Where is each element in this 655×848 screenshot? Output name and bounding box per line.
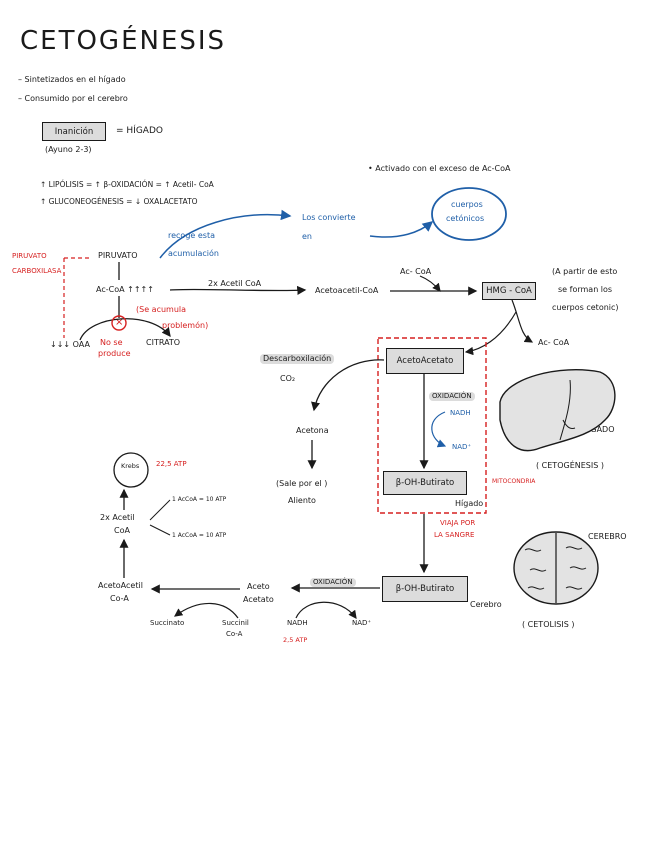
nad-bottom: NAD⁺ [352,619,372,627]
acetoacetato-bottom-1: Aceto [247,582,270,591]
acetil-2x-bottom-2: CoA [114,526,130,535]
accoa-atp-1: 1 AcCoA = 10 ATP [172,496,227,503]
higado-label: Hígado [455,499,484,508]
acetoacetato-bottom-2: Acetato [243,595,274,604]
cerebro-drawing-label: CEREBRO [588,532,627,541]
ayuno-note: (Ayuno 2-3) [45,145,92,154]
se-acumula-1: (Se acumula [136,305,187,314]
nadh-top: NADH [450,409,471,417]
oxidacion-top: OXIDACIÓN [429,392,475,401]
convierte-text-1: Los convierte [302,213,356,222]
succinil-1: Succinil [222,619,249,627]
bohb-top-box: β-OH-Butirato [383,471,467,495]
succinato-label: Succinato [150,619,185,627]
acetoacetil-coa: Acetoacetil-CoA [315,286,379,295]
no-se-produce-2: produce [98,349,131,358]
co2-label: CO₂ [280,374,296,383]
atp-225: 22,5 ATP [156,460,187,468]
piruvato-carboxilasa-1: PIRUVATO [12,252,47,260]
acetona-label: Acetona [296,426,329,435]
succinil-2: Co-A [226,630,243,638]
krebs-cycle-circle [113,452,149,488]
hmg-note-3: cuerpos cetonic) [552,303,619,312]
liver-drawing [499,369,616,452]
viaja-2: LA SANGRE [434,531,475,539]
nad-top: NAD⁺ [452,443,472,451]
acetoacetilcoa-bottom-2: Co-A [110,594,129,603]
cuerpos-text-2: cetónicos [446,214,485,223]
accoa-top: Ac- CoA [400,267,432,276]
krebs-label: Krebs [121,462,140,470]
intro-line-1: – Sintetizados en el hígado [18,75,126,84]
piruvato-carboxilasa-2: CARBOXILASA [12,267,62,275]
piruvato-label: PIRUVATO [98,251,138,260]
acetoacetilcoa-bottom-1: AcetoAcetil [98,581,143,590]
oaa-label: ↓↓↓ OAA [50,340,90,349]
hmg-note-1: (A partir de esto [552,267,618,276]
page-title: CETOGÉNESIS [20,26,227,56]
cetolisis-caption: ( CETOLISIS ) [522,620,575,629]
intro-line-2: – Consumido por el cerebro [18,94,128,103]
cerebro-label: Cerebro [470,600,502,609]
gluconeogenesis-line: ↑ GLUCONEOGÉNESIS = ↓ OXALACETATO [40,197,198,206]
recoge-text-1: recoge esta [168,231,215,240]
atp-25: 2,5 ATP [283,636,308,644]
accoa-right: Ac- CoA [538,338,570,347]
viaja-1: VIAJA POR [440,519,476,527]
cuerpos-text-1: cuerpos [451,200,483,209]
accoa-main: Ac-CoA ↑↑↑↑ [96,285,154,294]
cuerpos-cetonicos-ellipse [431,187,507,241]
acetoacetato-box: AcetoAcetato [386,348,464,374]
accoa-atp-2: 1 AcCoA = 10 ATP [172,532,227,539]
lipolisis-line: ↑ LIPÓLISIS = ↑ β-OXIDACIÓN = ↑ Acetil- … [40,180,214,189]
mitocondria-box [377,337,487,514]
descarboxilacion-label: Descarboxilación [260,354,335,364]
no-se-produce-1: No se [100,338,123,347]
convierte-text-2: en [302,232,312,241]
brain-drawing [513,531,599,605]
hmg-coa-box: HMG - CoA [482,282,536,300]
hmg-note-2: se forman los [558,285,613,294]
recoge-text-2: acumulación [168,249,219,258]
higado-drawing-label: HÍGADO [582,425,615,434]
x-mark-icon: × [115,317,124,328]
mitocondria-label: MITOCONDRIA [492,478,536,485]
acetil-2x-bottom-1: 2x Acetil [100,513,135,522]
citrato-label: CITRATO [146,338,181,347]
bohb-bottom-box: β-OH-Butirato [382,576,468,602]
sale-aliento-2: Aliento [288,496,316,505]
x-circle [111,315,127,331]
oxidacion-bottom: OXIDACIÓN [310,578,356,587]
nadh-bottom: NADH [287,619,308,627]
acetil-2x-top: 2x Acetil CoA [208,279,262,288]
sale-aliento-1: (Sale por el ) [276,479,328,488]
activado-note: • Activado con el exceso de Ac-CoA [368,164,511,173]
cetogenesis-caption: ( CETOGÉNESIS ) [536,461,604,470]
se-acumula-2: problemón) [162,321,209,330]
inanicion-equals-higado: = HÍGADO [116,126,163,136]
inanicion-box: Inanición [42,122,106,141]
